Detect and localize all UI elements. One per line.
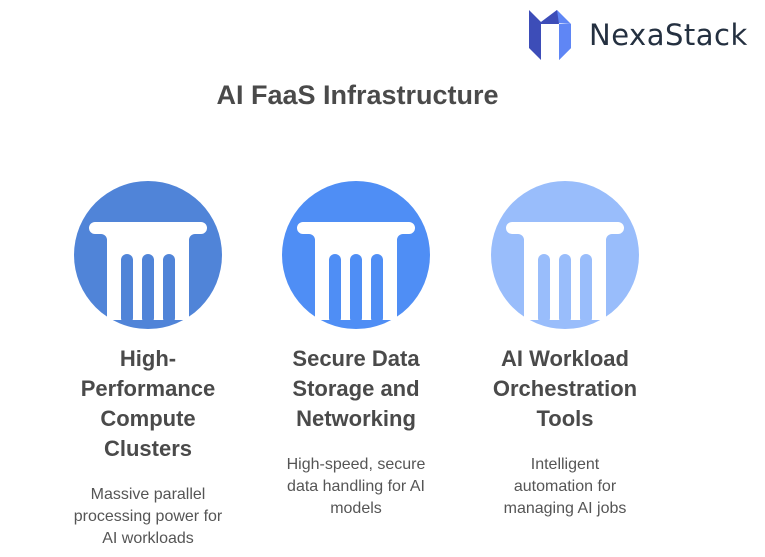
pillar-column-icon	[74, 181, 222, 329]
pillar-description: High-speed, secure data handling for AI …	[286, 456, 426, 517]
pillar-storage: Secure Data Storage and Networking High-…	[281, 180, 431, 520]
nexastack-logo-icon	[529, 10, 571, 60]
pillar-title: Secure Data Storage and Networking	[292, 346, 420, 431]
pillar-compute: High-Performance Compute Clusters Massiv…	[73, 180, 223, 550]
pillar-description: Intelligent automation for managing AI j…	[503, 456, 627, 517]
nexastack-logo: NexaStack	[527, 10, 748, 60]
pillar-orchestration: AI Workload Orchestration Tools Intellig…	[490, 180, 640, 520]
pillar-title: High-Performance Compute Clusters	[80, 346, 216, 461]
pillar-description: Massive parallel processing power for AI…	[73, 486, 223, 547]
pillar-column-icon	[282, 181, 430, 329]
pillar-column-icon	[491, 181, 639, 329]
pillar-title: AI Workload Orchestration Tools	[492, 346, 638, 431]
page-title: AI FaaS Infrastructure	[216, 80, 499, 110]
logo-text: NexaStack	[589, 18, 748, 52]
